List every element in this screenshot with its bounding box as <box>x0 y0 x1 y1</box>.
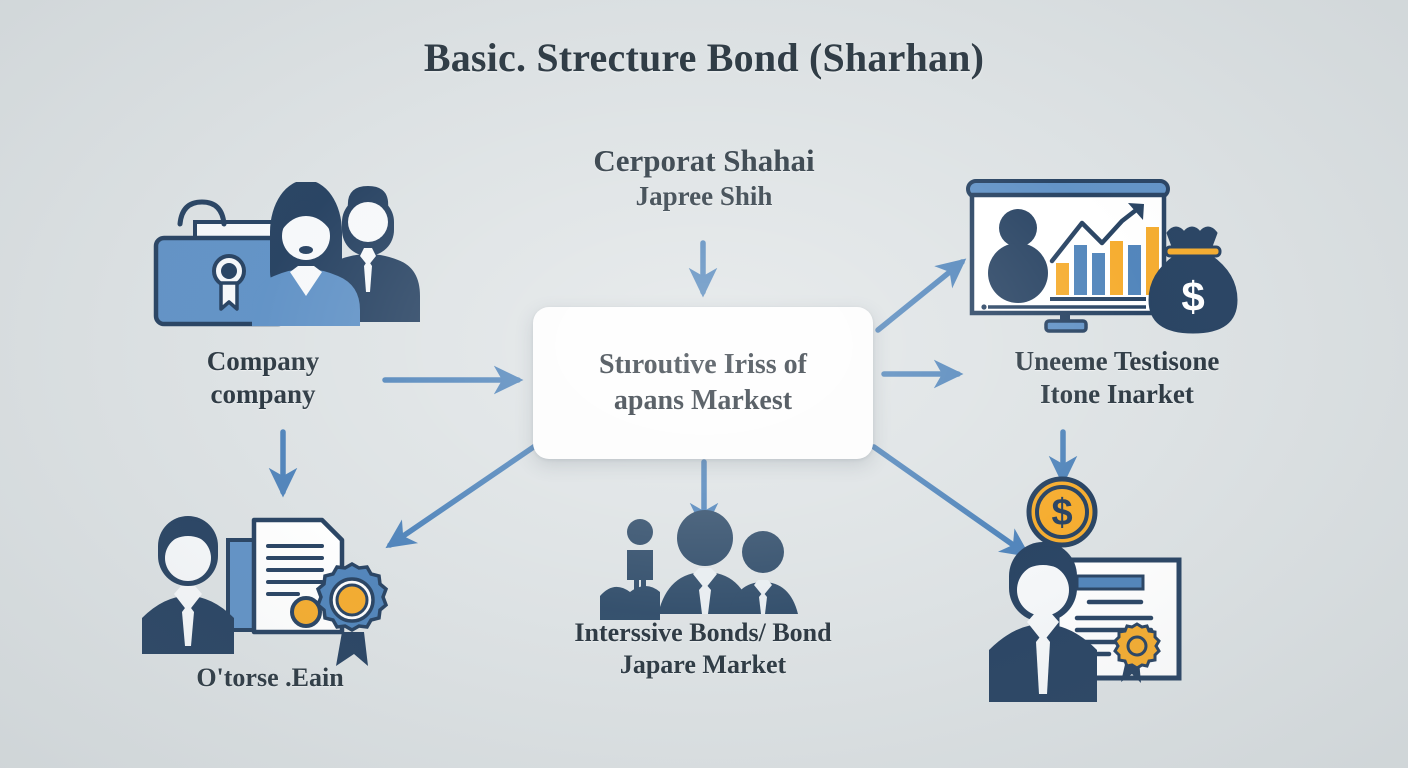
right-line1: Uneeme Testisone <box>1014 346 1220 376</box>
briefcase-and-businesspeople-icon <box>140 180 440 347</box>
svg-text:$: $ <box>1051 492 1072 534</box>
right-line2: Itone Inarket <box>1040 378 1194 409</box>
arrow-center-to-right-top <box>875 258 967 333</box>
svg-text:$: $ <box>1181 273 1204 320</box>
bottom-center-line2: Japare Market <box>619 649 787 679</box>
center-node-text: Stıroutive Iriss of apans Markest <box>581 347 825 420</box>
person-certificate-rosette-icon <box>120 512 420 677</box>
center-line1: Stıroutive Iriss of <box>599 348 807 380</box>
center-line2: apans Markest <box>613 385 793 416</box>
dollar-coin-icon: $ <box>1026 476 1098 548</box>
top-center-line2: Japree Shih <box>635 180 773 211</box>
group-of-people-icon <box>600 510 810 625</box>
center-node-box[interactable]: Stıroutive Iriss of apans Markest <box>533 307 873 459</box>
bottom-center-line1: Interssive Bonds/ Bond <box>574 618 832 647</box>
arrow-center-to-bottom-right <box>871 444 1031 558</box>
page-title: Basic. Strecture Bond (Sharhan) <box>423 35 985 80</box>
node-label-top-center: Cerporat Shahai Japree Shih <box>474 142 934 213</box>
arrow-center-to-bottom-left <box>385 441 541 549</box>
presentation-chart-moneybag-icon: $ <box>950 175 1250 345</box>
node-label-bottom-center: Interssive Bonds/ Bond Japare Market <box>508 617 898 680</box>
left-line2: company <box>210 378 316 409</box>
node-label-bottom-left: O'torse .Eain <box>120 662 420 694</box>
person-certificate-coin-icon: $ <box>985 472 1200 707</box>
node-label-right: Uneeme Testisone Itone Inarket <box>952 345 1282 411</box>
left-line1: Company <box>206 346 320 376</box>
top-center-line1: Cerporat Shahai <box>593 143 815 178</box>
node-label-left: Company company <box>118 345 408 411</box>
bottom-left-line1: O'torse .Eain <box>196 663 344 692</box>
